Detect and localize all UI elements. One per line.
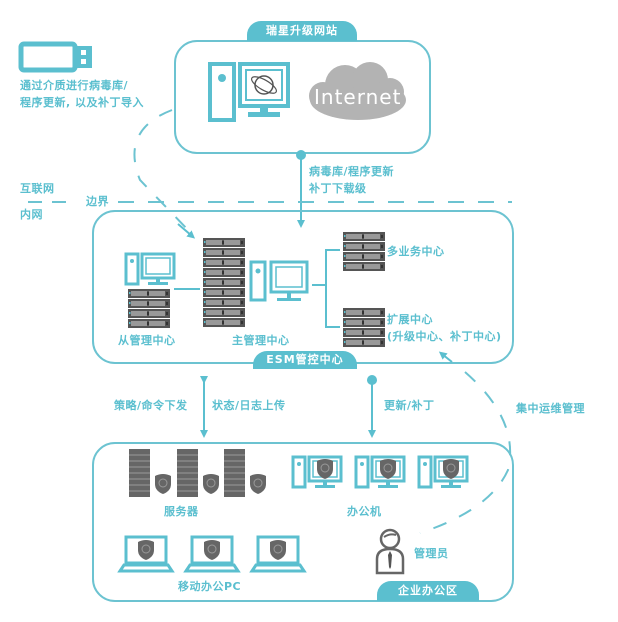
download-line2: 补丁下载级 (309, 182, 367, 195)
desktops-label: 办公机 (347, 505, 382, 518)
master-server-icon (203, 238, 245, 327)
internet-cloud-icon (309, 62, 406, 120)
extension-center-server-icon (343, 308, 385, 347)
admin-person-icon (375, 528, 405, 575)
usb-note-line1: 通过介质进行病毒库/ (20, 79, 129, 92)
upgrade-site-title: 瑞星升级网站 (247, 21, 357, 41)
usb-note-line2: 程序更新, 以及补丁导入 (20, 96, 145, 109)
update-link-label: 更新/补丁 (384, 399, 435, 412)
extension-center-sub-label: (升级中心、补丁中心) (387, 330, 502, 343)
extension-center-label: 扩展中心 (387, 313, 433, 326)
slave-server-icon (128, 289, 170, 328)
intranet-zone-label: 内网 (20, 208, 43, 221)
internet-zone-label: 互联网 (20, 182, 55, 195)
office-desktop-group-icon (291, 455, 469, 490)
download-line1: 病毒库/程序更新 (309, 165, 395, 178)
admin-label: 管理员 (414, 547, 449, 560)
internet-label: Internet (314, 85, 402, 109)
desktop-globe-icon (208, 62, 290, 122)
master-desktop-icon (249, 260, 309, 302)
slave-desktop-icon (124, 252, 176, 287)
status-link-label: 状态/日志上传 (212, 399, 286, 412)
laptop-group-icon (118, 535, 306, 573)
ops-management-label: 集中运维管理 (516, 402, 585, 415)
server-group-icon (129, 449, 267, 497)
usb-drive-icon (18, 41, 92, 73)
policy-link-label: 策略/命令下发 (114, 399, 188, 412)
office-box (92, 442, 514, 602)
multi-center-label: 多业务中心 (387, 245, 445, 258)
esm-title: ESM管控中心 (253, 351, 357, 369)
slave-center-label: 从管理中心 (118, 334, 176, 347)
laptops-label: 移动办公PC (178, 580, 242, 593)
multi-center-server-icon (343, 232, 385, 271)
office-zone-title: 企业办公区 (377, 581, 479, 601)
master-center-label: 主管理中心 (232, 334, 290, 347)
servers-label: 服务器 (164, 505, 199, 518)
boundary-label: 边界 (82, 195, 113, 209)
